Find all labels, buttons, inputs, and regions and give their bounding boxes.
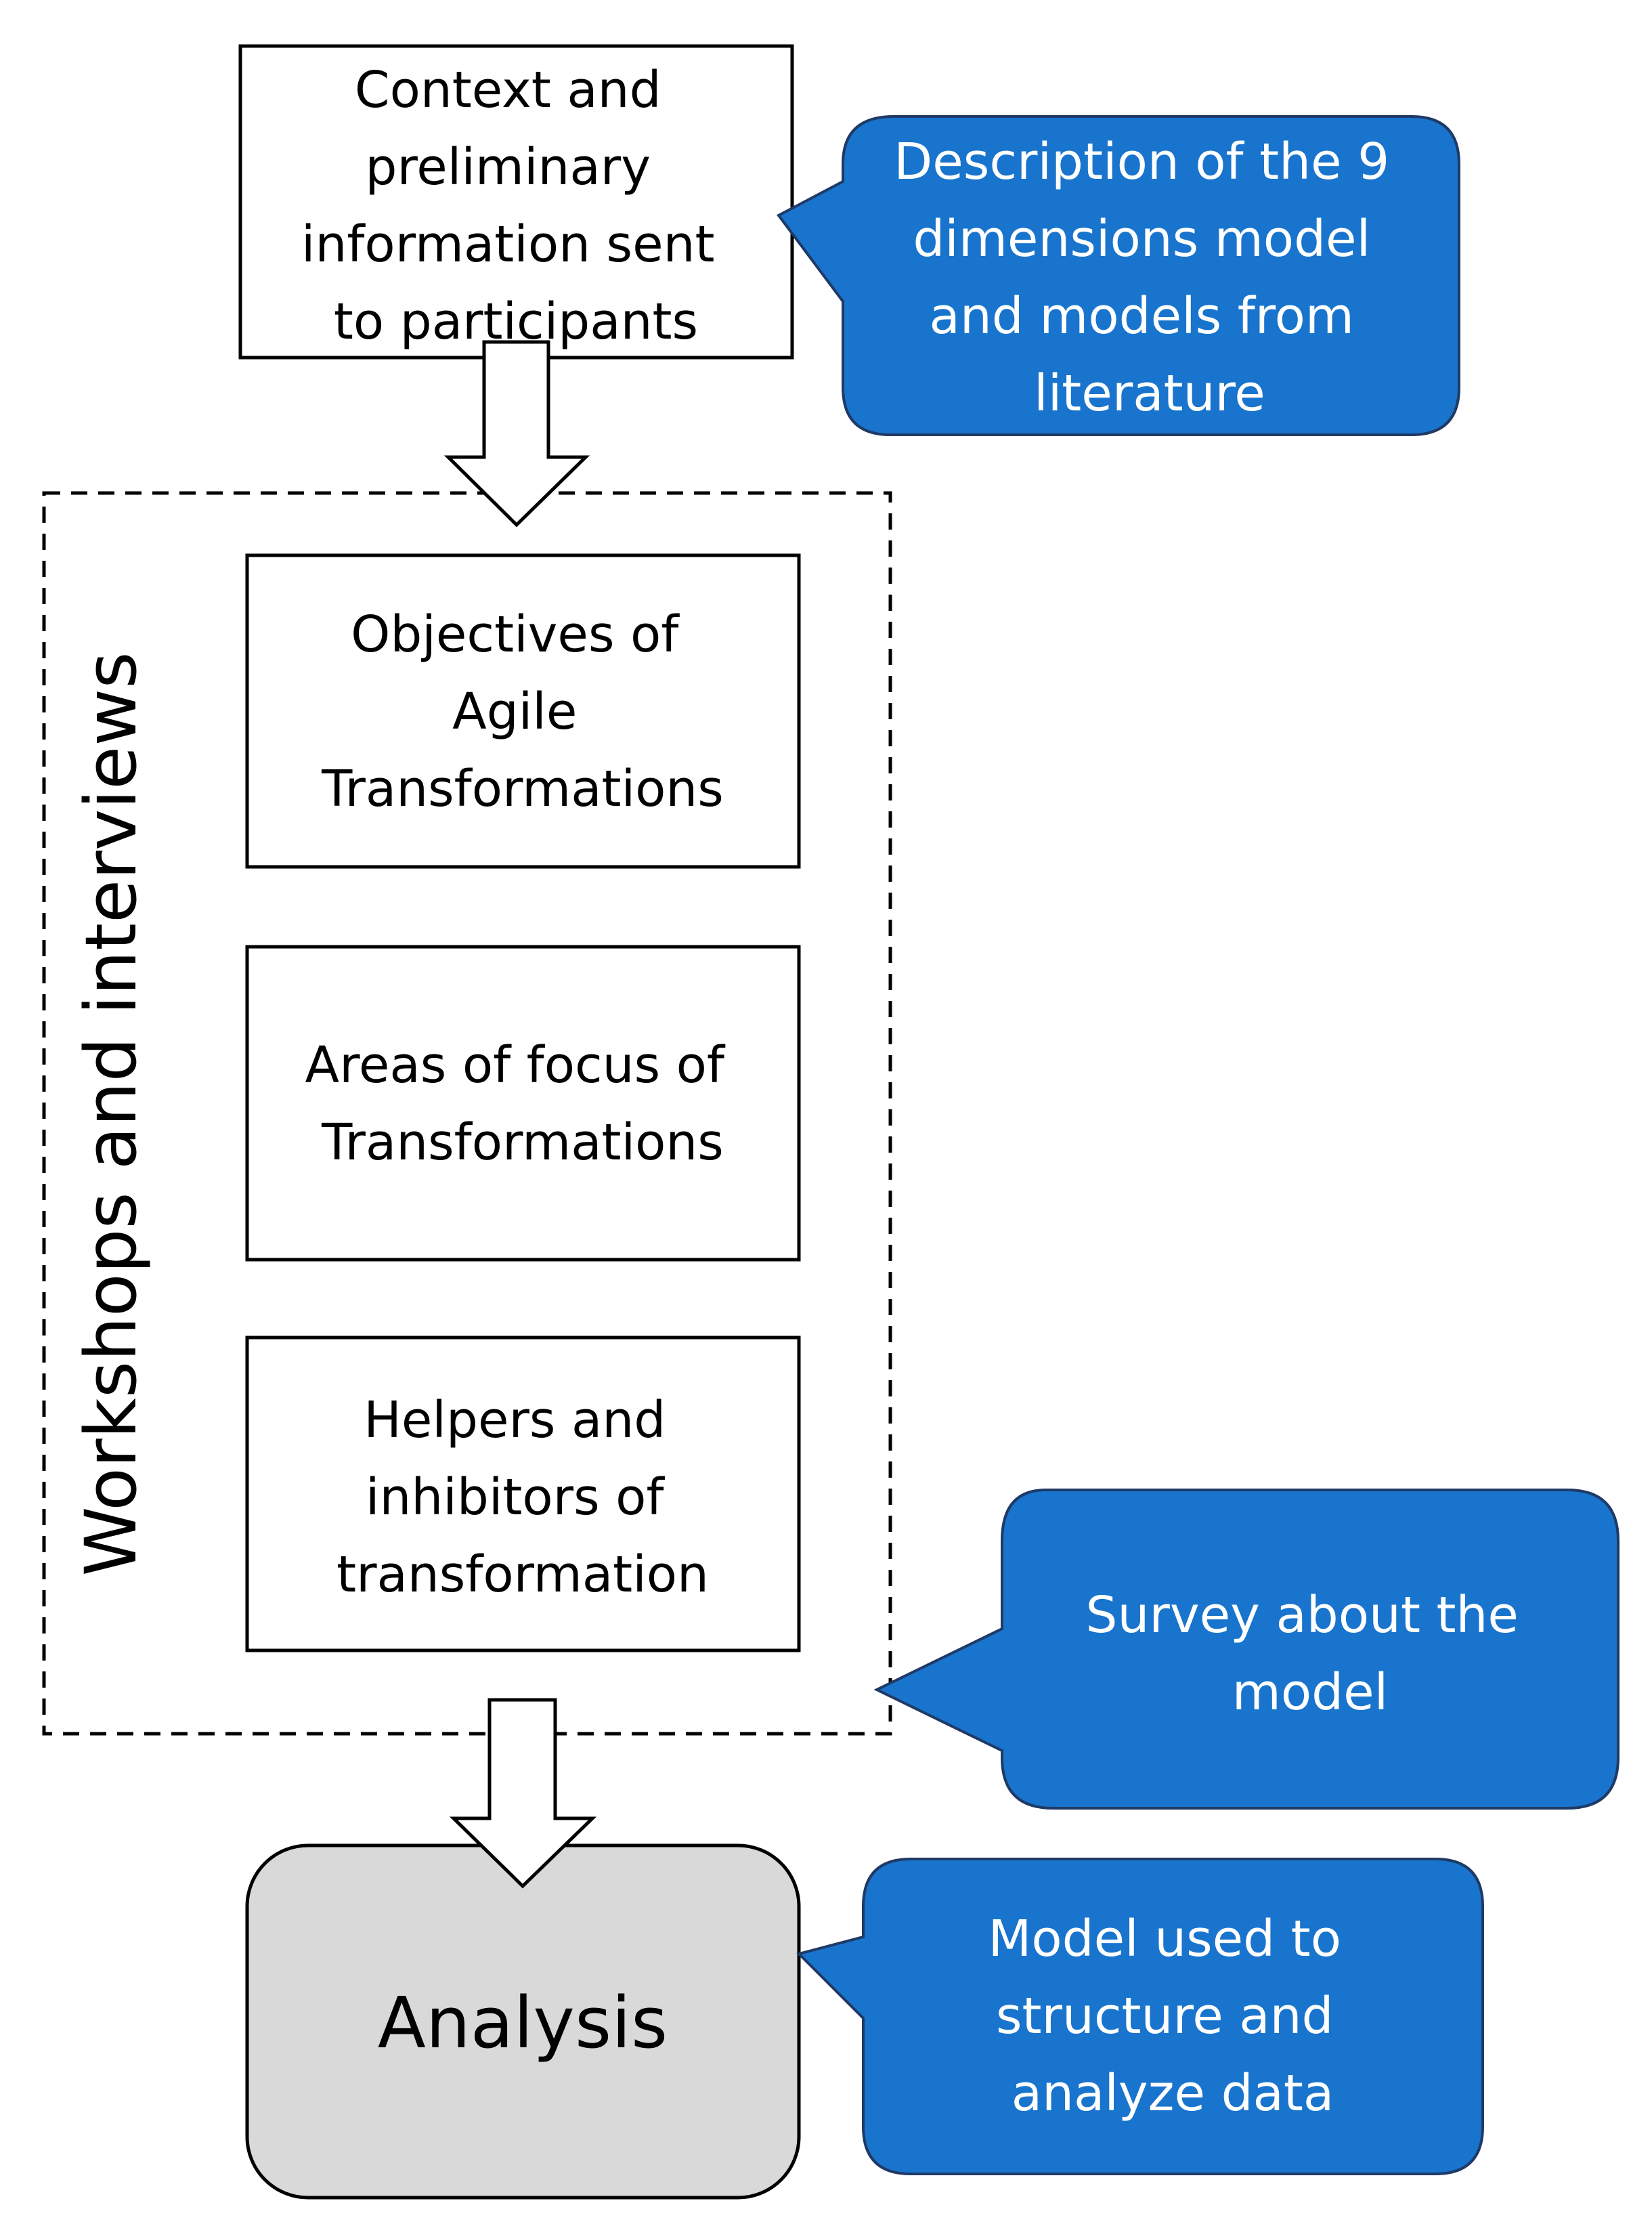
model-line-1: Model used to bbox=[988, 1910, 1341, 1968]
helpers-line-3: transformation bbox=[336, 1545, 709, 1604]
callout-survey: Survey about the model bbox=[873, 1489, 1620, 1810]
areas-line-1: Areas of focus of bbox=[305, 1036, 725, 1094]
svg-text:Survey about the model: Survey about the model bbox=[1086, 1586, 1535, 1722]
objectives-line-3: Transformations bbox=[321, 760, 724, 818]
helpers-line-2: inhibitors of bbox=[366, 1468, 666, 1526]
svg-text:Areas of focus of Transf: Areas of focus of Transformations bbox=[305, 1036, 740, 1172]
svg-text:Model used to structure: Model used to structure and analyze data bbox=[988, 1910, 1357, 2122]
areas-line-2: Transformations bbox=[321, 1113, 724, 1172]
helpers-box: Helpers and inhibitors of transformation bbox=[245, 1336, 801, 1652]
analysis-label: Analysis bbox=[378, 1982, 668, 2064]
description-line-2: dimensions model bbox=[913, 210, 1370, 268]
svg-text:Description of the 9 dim: Description of the 9 dimensions model an… bbox=[894, 133, 1405, 423]
model-line-3: analyze data bbox=[1012, 2064, 1334, 2122]
analysis-box: Analysis bbox=[245, 1843, 801, 2200]
description-line-1: Description of the 9 bbox=[894, 133, 1389, 191]
helpers-line-1: Helpers and bbox=[364, 1391, 666, 1449]
svg-text:Objectives of Agile: Objectives of Agile Transformations bbox=[321, 605, 724, 818]
areas-box: Areas of focus of Transformations bbox=[245, 945, 801, 1262]
objectives-line-1: Objectives of bbox=[351, 605, 680, 664]
description-line-4: literature bbox=[1034, 364, 1265, 423]
down-arrow-2 bbox=[449, 1698, 597, 1889]
callout-model: Model used to structure and analyze data bbox=[796, 1858, 1484, 2175]
description-line-3: and models from bbox=[930, 287, 1354, 345]
context-line-3: information sent bbox=[301, 215, 715, 274]
survey-line-2: model bbox=[1232, 1663, 1388, 1722]
context-box: Context and preliminary information sent… bbox=[238, 44, 794, 360]
model-line-2: structure and bbox=[996, 1987, 1334, 2045]
objectives-box: Objectives of Agile Transformations bbox=[245, 553, 801, 869]
objectives-line-2: Agile bbox=[452, 683, 577, 741]
workshops-group-border bbox=[42, 491, 892, 1736]
context-line-1: Context and bbox=[355, 61, 661, 119]
survey-line-1: Survey about the bbox=[1086, 1586, 1519, 1644]
workshops-label: Workshops and interviews bbox=[70, 651, 152, 1576]
callout-description: Description of the 9 dimensions model an… bbox=[776, 115, 1460, 436]
context-line-2: preliminary bbox=[365, 138, 651, 196]
down-arrow-1 bbox=[443, 340, 590, 528]
svg-text:Context and preliminary: Context and preliminary information sent… bbox=[301, 61, 731, 351]
svg-text:Helpers and inhibitors o: Helpers and inhibitors of transformation bbox=[336, 1391, 709, 1604]
